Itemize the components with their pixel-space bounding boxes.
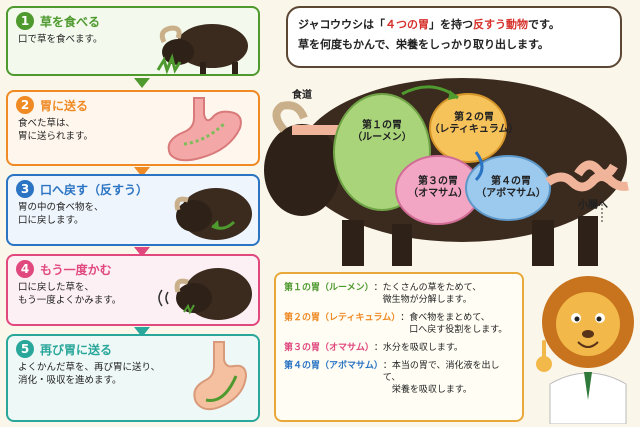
muskox-regurgitate-icon bbox=[174, 188, 252, 240]
step-title: 再び胃に送る bbox=[40, 342, 113, 357]
lion-mascot-icon bbox=[536, 276, 634, 424]
stomach-icon bbox=[193, 341, 248, 411]
legend-desc: ：食べ物をまとめて、 口へ戻す役割をします。 bbox=[400, 313, 508, 335]
legend-name: 第１の胃（ルーメン） bbox=[284, 283, 374, 293]
label-intestine: 小腸へ bbox=[578, 200, 608, 211]
step-number: 5 bbox=[16, 340, 34, 358]
label-omasum: 第３の胃 （オマサム） bbox=[408, 176, 468, 199]
flow-arrow bbox=[134, 327, 150, 337]
step-2-panel: 2 胃に送る 食べた草は、 胃に送られます。 bbox=[6, 90, 260, 166]
legend-name: 第４の胃（アボマサム） bbox=[284, 361, 383, 371]
step-title: 草を食べる bbox=[40, 14, 101, 29]
step-3-panel: 3 口へ戻す（反すう） 胃の中の食べ物を、 口に戻します。 bbox=[6, 174, 260, 246]
label-esophagus: 食道 bbox=[292, 90, 312, 101]
legend-name: 第３の胃（オマサム） bbox=[284, 343, 374, 353]
step-text: よくかんだ草を、再び胃に送り、 消化・吸収を進めます。 bbox=[18, 362, 161, 386]
legend-row: 第３の胃（オマサム）：水分を吸収します。 bbox=[284, 342, 514, 354]
step-4-panel: 4 もう一度かむ 口に戻した草を、 もう一度よくかみます。 bbox=[6, 254, 260, 326]
step-text: 口で草を食べます。 bbox=[18, 34, 103, 45]
label-abomasum: 第４の胃 （アボマサム） bbox=[476, 176, 546, 199]
intro-line-2: 草を何度もかんで、栄養をしっかり取り出します。 bbox=[298, 38, 549, 51]
stomach-legend: 第１の胃（ルーメン）：たくさんの草をためて、 微生物が分解します。 第２の胃（レ… bbox=[274, 272, 524, 422]
label-rumen: 第１の胃 （ルーメン） bbox=[352, 120, 412, 143]
legend-row: 第２の胃（レティキュラム）：食べ物をまとめて、 口へ戻す役割をします。 bbox=[284, 312, 514, 336]
step-title: もう一度かむ bbox=[40, 262, 112, 277]
step-5-panel: 5 再び胃に送る よくかんだ草を、再び胃に送り、 消化・吸収を進めます。 bbox=[6, 334, 260, 422]
step-1-panel: 1 草を食べる 口で草を食べます。 bbox=[6, 6, 260, 76]
label-reticulum: 第２の胃 （レティキュラム） bbox=[429, 112, 519, 135]
flow-arrow bbox=[134, 78, 150, 88]
intestine-tube bbox=[545, 172, 629, 192]
legend-row: 第１の胃（ルーメン）：たくさんの草をためて、 微生物が分解します。 bbox=[284, 282, 514, 306]
abomasum-organ bbox=[465, 155, 551, 221]
legend-desc: ：本当の胃で、消化液を出して、 栄養を吸収します。 bbox=[382, 361, 500, 395]
step-number: 3 bbox=[16, 180, 34, 198]
step-text: 胃の中の食べ物を、 口に戻します。 bbox=[18, 202, 104, 226]
step-text: 口に戻した草を、 もう一度よくかみます。 bbox=[18, 282, 122, 306]
intro-speech-bubble: ジャコウウシは「４つの胃」を持つ反すう動物です。 草を何度もかんで、栄養をしっか… bbox=[286, 6, 622, 68]
legend-desc: ：たくさんの草をためて、 微生物が分解します。 bbox=[373, 283, 482, 305]
step-title: 胃に送る bbox=[40, 98, 89, 113]
step-number: 4 bbox=[16, 260, 34, 278]
flow-arrow bbox=[134, 247, 150, 257]
muskox-eating-icon bbox=[156, 24, 248, 74]
intro-line-1: ジャコウウシは「４つの胃」を持つ反すう動物です。 bbox=[298, 18, 560, 31]
flow-arrow bbox=[134, 167, 150, 177]
legend-name: 第２の胃（レティキュラム） bbox=[284, 313, 401, 323]
legend-desc: ：水分を吸収します。 bbox=[373, 343, 463, 353]
muskox-anatomy-illustration bbox=[264, 78, 629, 266]
step-number: 2 bbox=[16, 96, 34, 114]
muskox-chewing-icon bbox=[158, 268, 252, 320]
stomach-icon bbox=[167, 97, 242, 162]
step-title: 口へ戻す（反すう） bbox=[40, 182, 149, 197]
step-number: 1 bbox=[16, 12, 34, 30]
legend-row: 第４の胃（アボマサム）：本当の胃で、消化液を出して、 栄養を吸収します。 bbox=[284, 360, 514, 396]
reticulum-organ bbox=[429, 93, 507, 163]
step-text: 食べた草は、 胃に送られます。 bbox=[18, 118, 94, 142]
